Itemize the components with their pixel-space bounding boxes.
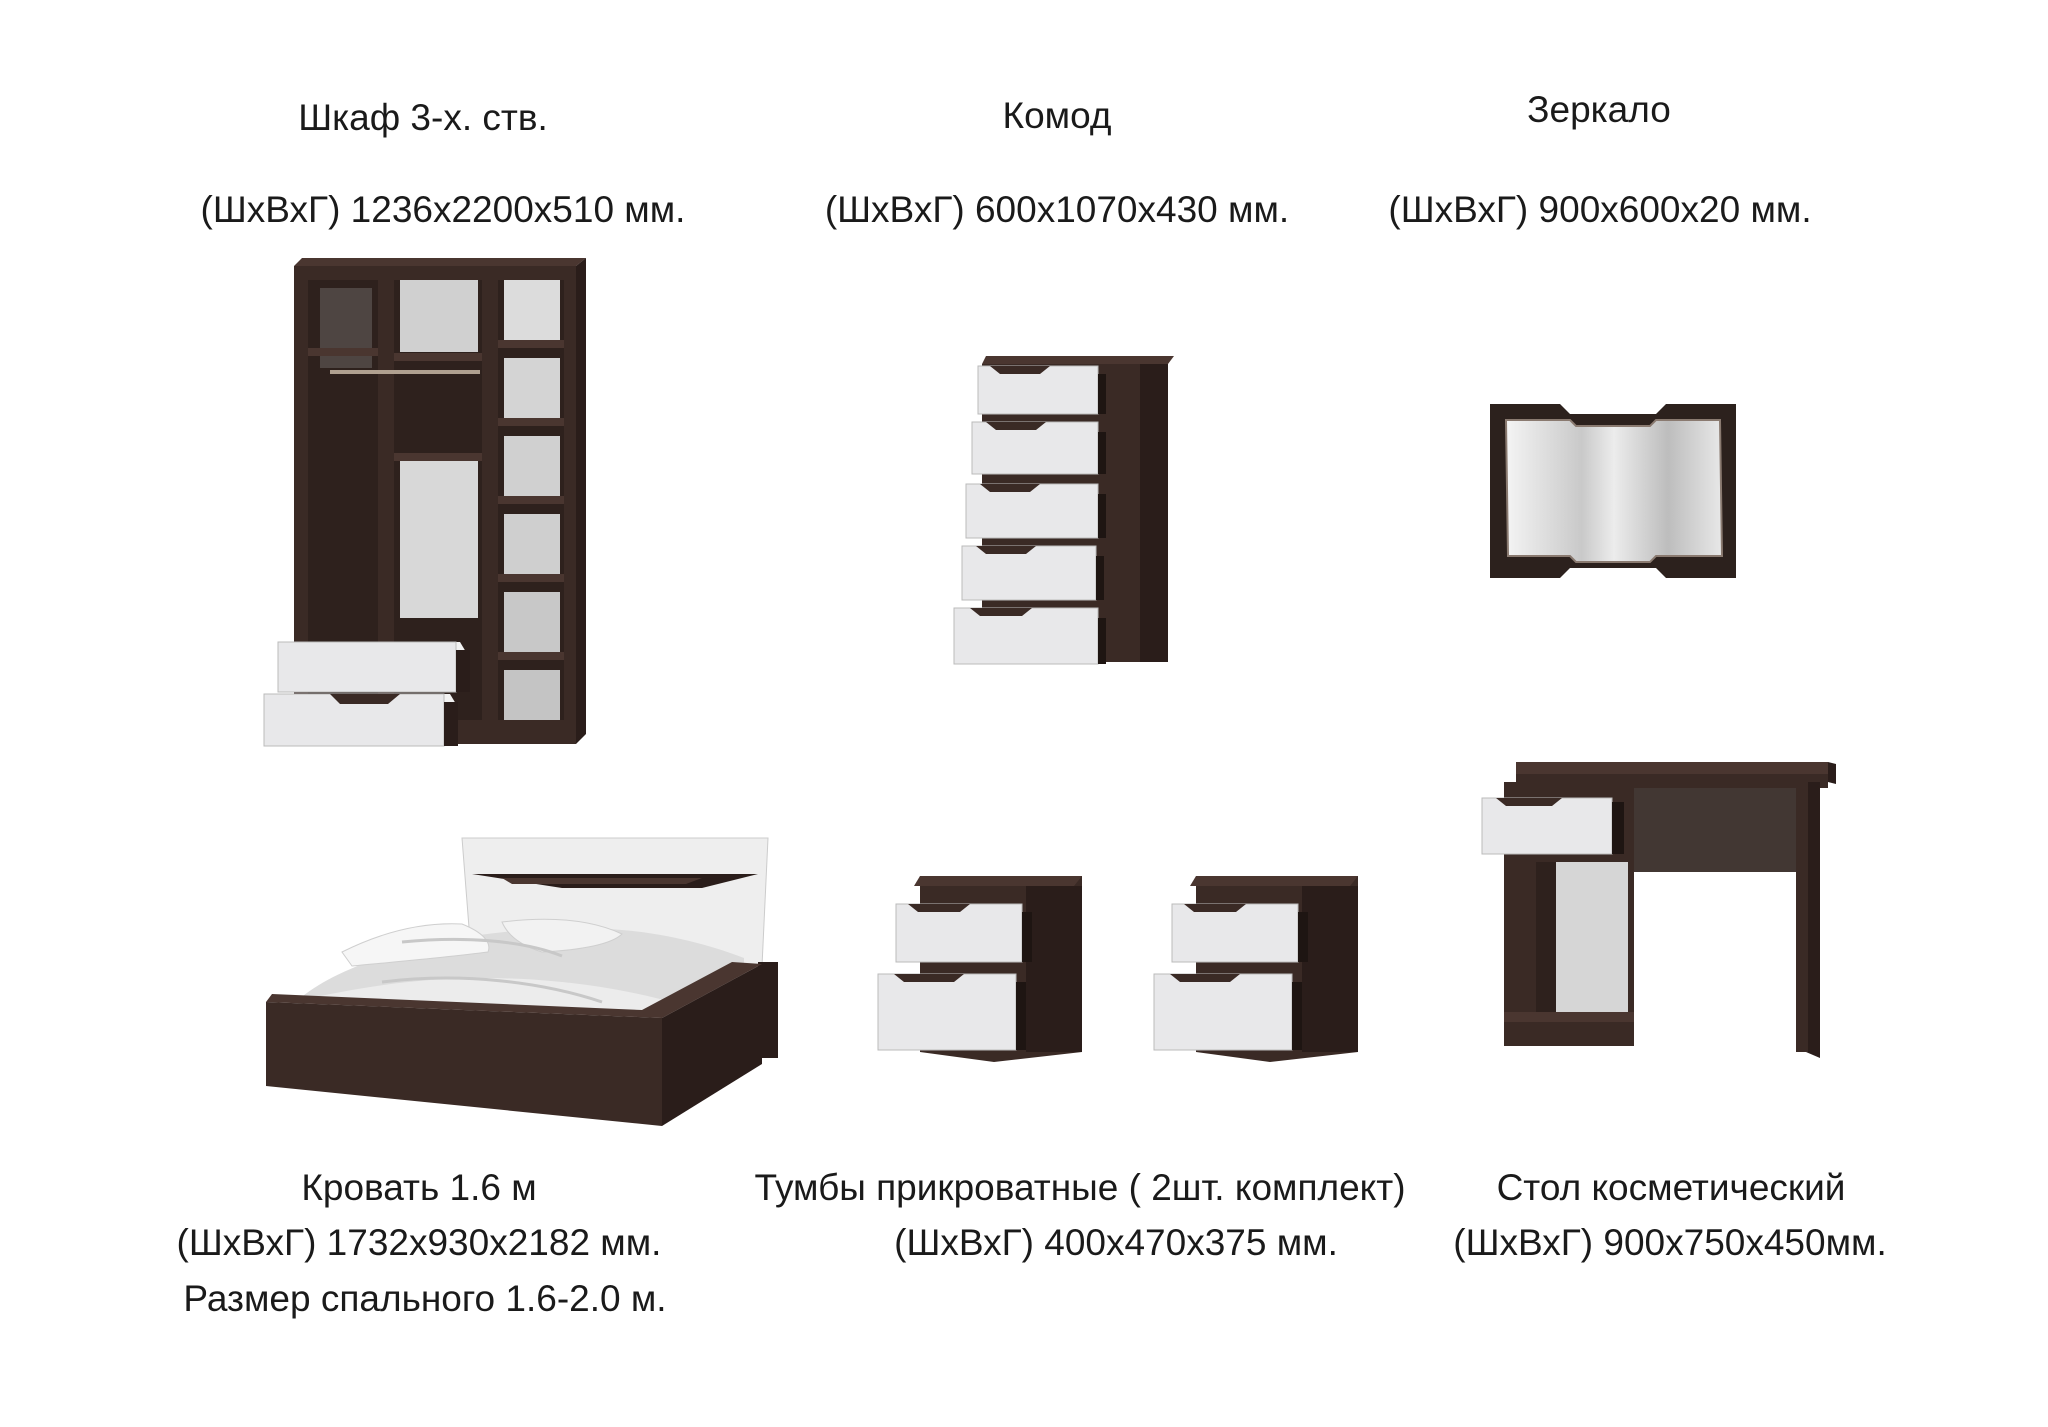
nightstands-dims: (ШхВхГ) 400х470х375 мм.	[894, 1222, 1338, 1263]
bed-dims: (ШхВхГ) 1732х930х2182 мм.	[176, 1222, 662, 1263]
mirror-dims: (ШхВхГ) 900х600х20 мм.	[1388, 189, 1812, 230]
vanity-dims: (ШхВхГ) 900х750х450мм.	[1453, 1222, 1887, 1263]
mirror-title: Зеркало	[1527, 89, 1671, 130]
bed-note: Размер спального 1.6-2.0 м.	[183, 1278, 667, 1319]
bed-image	[262, 832, 782, 1132]
wardrobe-image	[260, 258, 620, 754]
dresser-title: Комод	[1002, 95, 1112, 136]
wardrobe-dims: (ШхВхГ) 1236х2200х510 мм.	[200, 189, 686, 230]
bed-title: Кровать 1.6 м	[301, 1167, 537, 1208]
wardrobe-title: Шкаф 3-х. ств.	[298, 97, 548, 138]
vanity-title: Стол косметический	[1496, 1167, 1846, 1208]
vanity-image	[1476, 762, 1836, 1062]
dresser-dims: (ШхВхГ) 600х1070х430 мм.	[824, 189, 1290, 230]
nightstand-right-image	[1150, 876, 1370, 1064]
nightstands-title: Тумбы прикроватные ( 2шт. комплект)	[754, 1167, 1406, 1208]
nightstand-left-image	[874, 876, 1094, 1064]
dresser-image	[940, 356, 1180, 666]
mirror-image	[1490, 400, 1740, 584]
